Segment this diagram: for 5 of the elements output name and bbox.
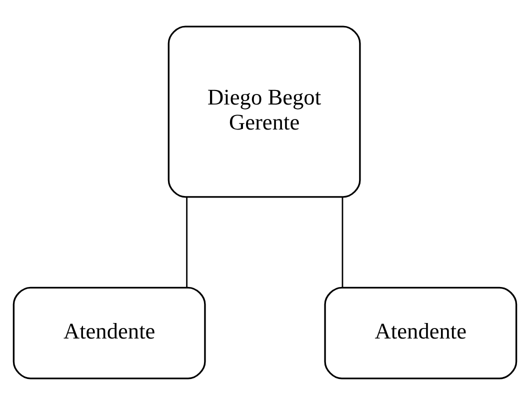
node-box: Atendente <box>324 286 518 380</box>
connector <box>342 197 344 288</box>
node-box: Diego Begot Gerente <box>168 26 361 198</box>
connector <box>186 197 188 288</box>
node-box: Atendente <box>12 286 206 380</box>
